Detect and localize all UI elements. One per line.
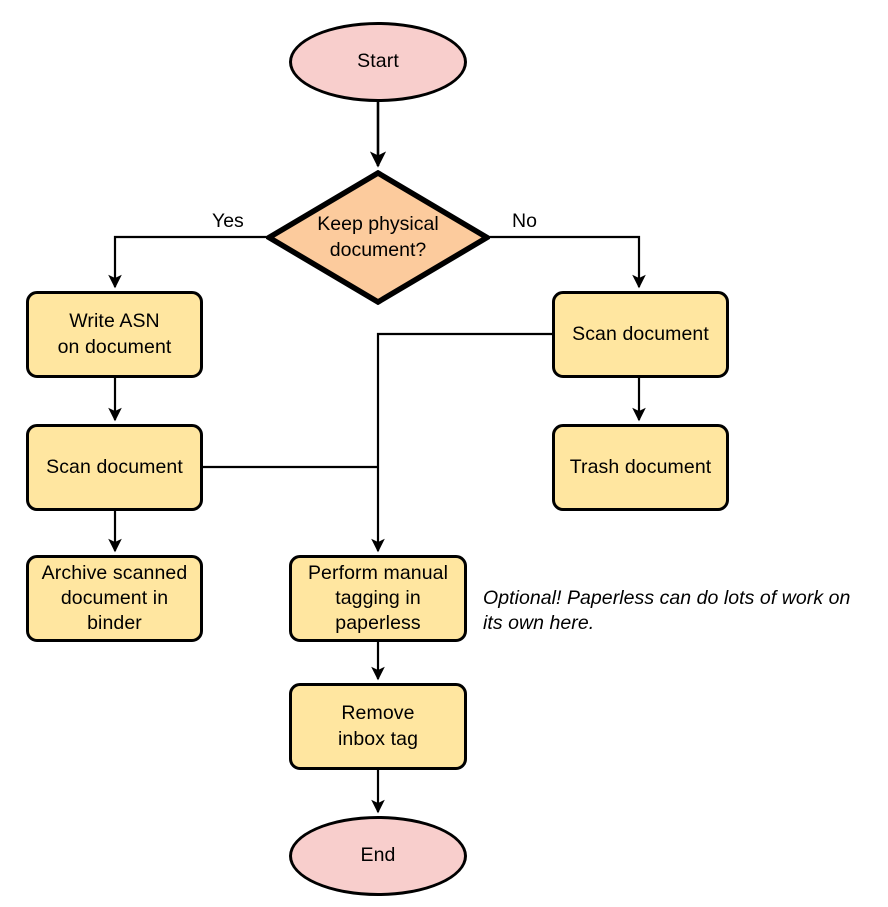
edge-yes-to-write-asn bbox=[108, 235, 266, 289]
node-remove-inbox-tag[interactable]: Remove inbox tag bbox=[289, 683, 467, 770]
node-archive-binder[interactable]: Archive scanned document in binder bbox=[26, 555, 203, 642]
node-decision-keep-physical-label: Keep physical document? bbox=[317, 213, 439, 261]
node-scan-document-left[interactable]: Scan document bbox=[26, 424, 203, 511]
node-end-label: End bbox=[360, 844, 396, 867]
node-manual-tagging-label: Perform manual tagging in paperless bbox=[307, 561, 449, 635]
edge-no-to-scan-right bbox=[490, 235, 646, 289]
node-archive-binder-label: Archive scanned document in binder bbox=[41, 561, 188, 635]
node-decision-keep-physical[interactable]: Keep physical document? bbox=[266, 170, 490, 305]
node-start[interactable]: Start bbox=[289, 22, 467, 102]
node-trash-document[interactable]: Trash document bbox=[552, 424, 729, 511]
node-remove-inbox-tag-label: Remove inbox tag bbox=[337, 702, 419, 750]
diamond-shape bbox=[266, 170, 490, 305]
node-end[interactable]: End bbox=[289, 816, 467, 896]
node-scan-document-right-label: Scan document bbox=[572, 322, 709, 345]
node-start-label: Start bbox=[357, 50, 399, 73]
node-write-asn[interactable]: Write ASN on document bbox=[26, 291, 203, 378]
node-manual-tagging[interactable]: Perform manual tagging in paperless bbox=[289, 555, 467, 642]
node-trash-document-label: Trash document bbox=[569, 455, 712, 478]
annotation-optional-note: Optional! Paperless can do lots of work … bbox=[483, 587, 851, 634]
edge-label-no: No bbox=[509, 211, 540, 232]
node-write-asn-label: Write ASN on document bbox=[57, 310, 172, 358]
node-scan-document-left-label: Scan document bbox=[46, 455, 183, 478]
edge-scan-right-to-manual-tagging bbox=[371, 332, 552, 553]
node-scan-document-right[interactable]: Scan document bbox=[552, 291, 729, 378]
edge-label-yes: Yes bbox=[209, 211, 247, 232]
